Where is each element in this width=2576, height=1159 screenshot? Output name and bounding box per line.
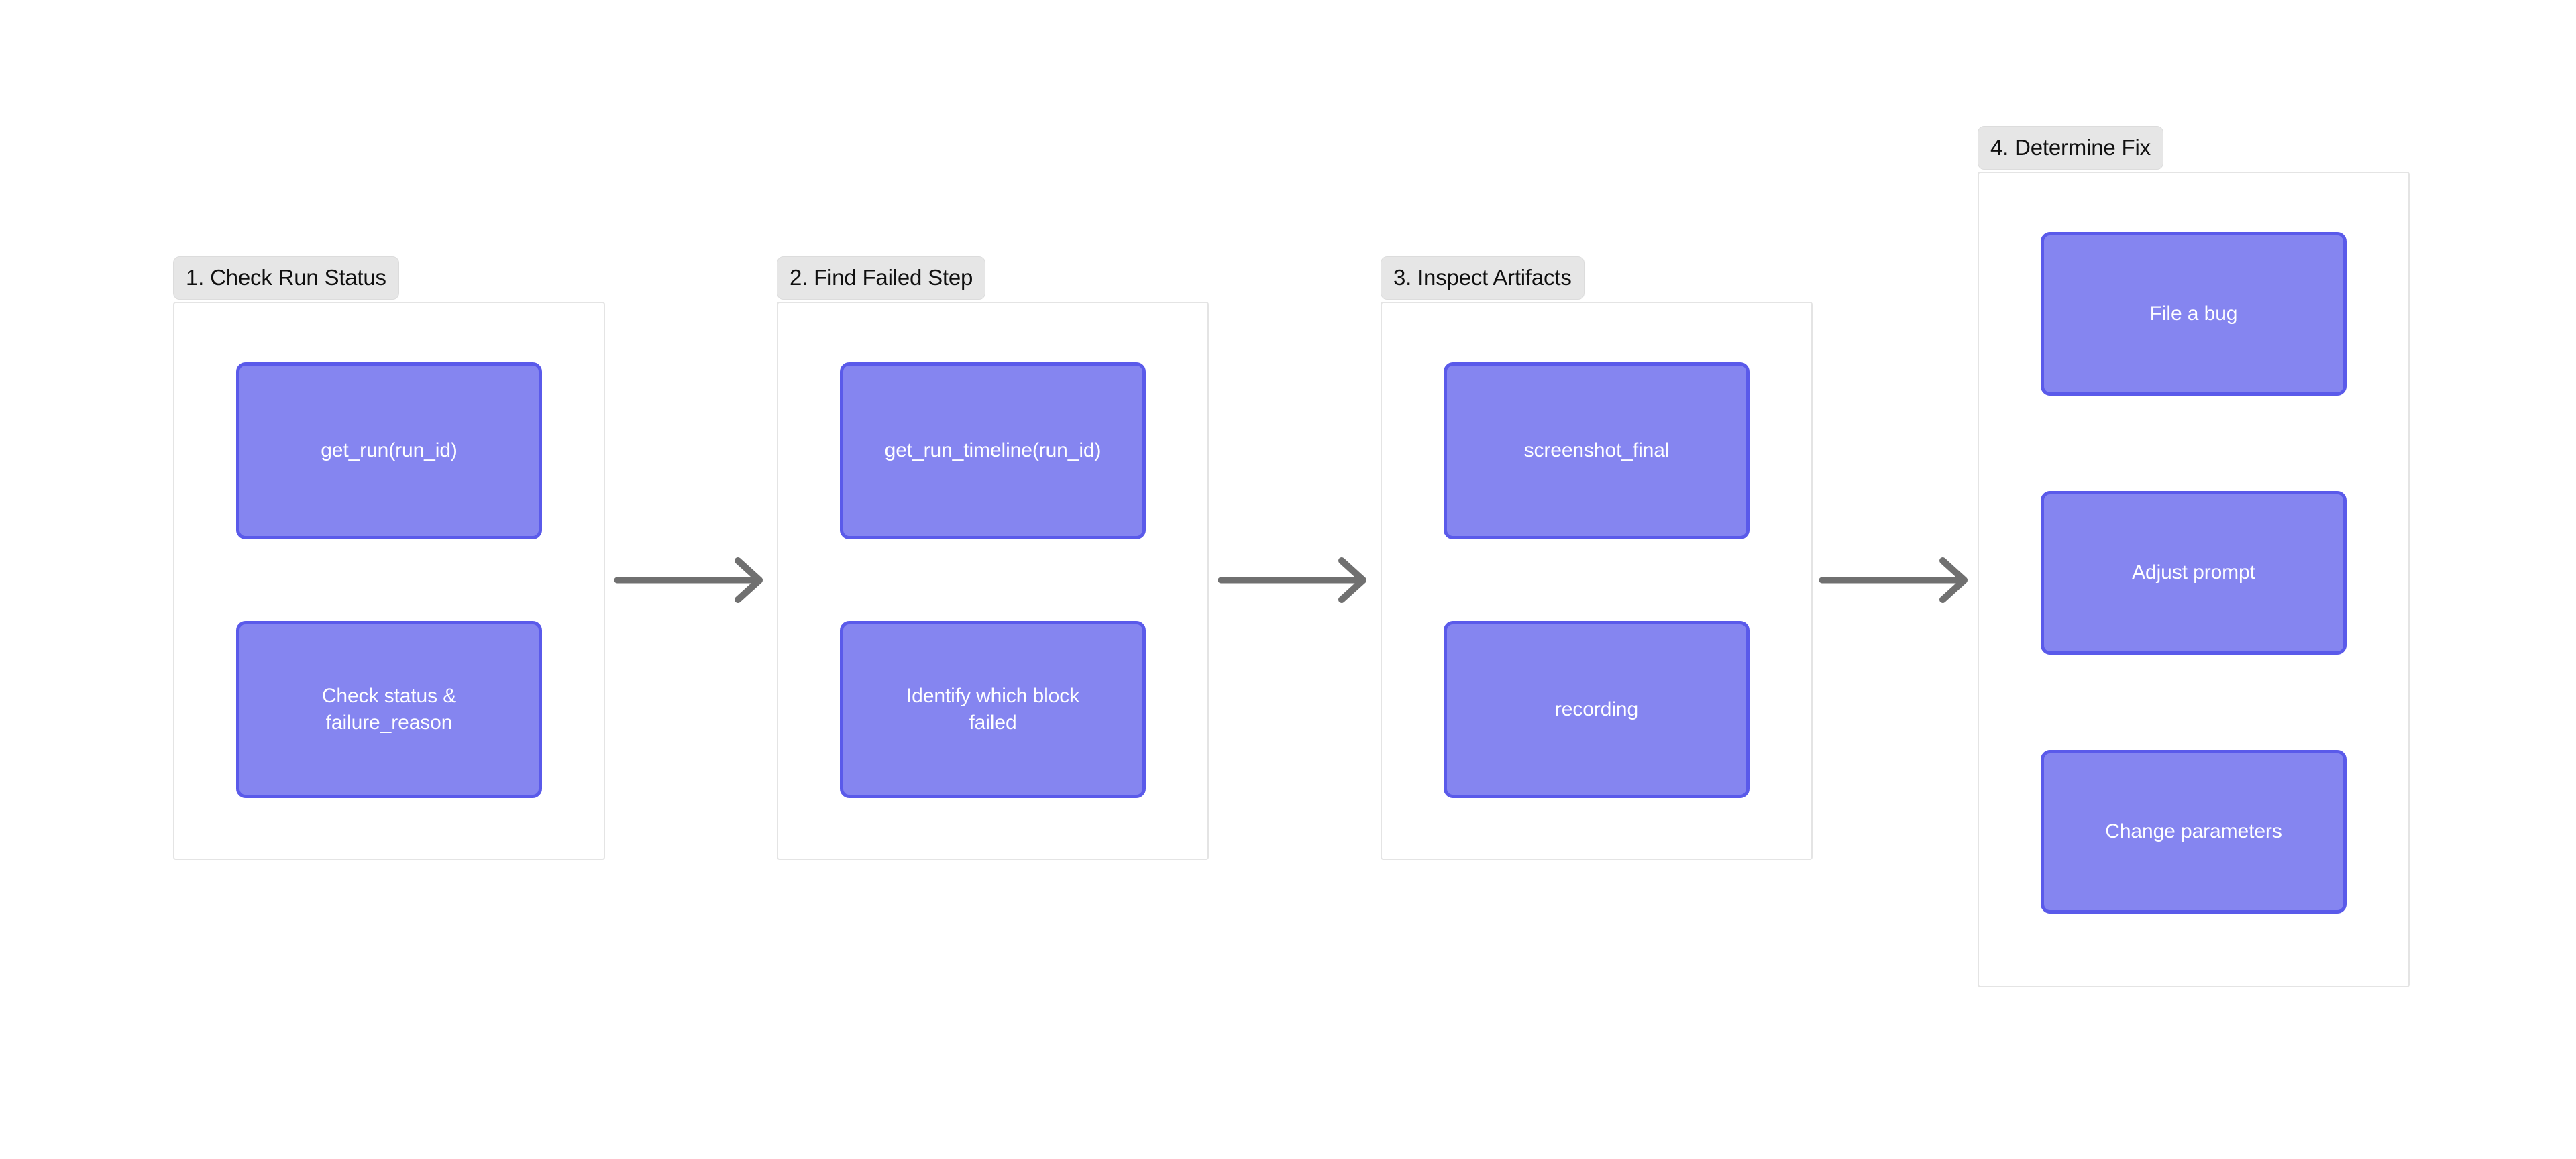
node-adjust-prompt[interactable]: Adjust prompt (2041, 491, 2347, 655)
node-identify-block[interactable]: Identify which block failed (840, 621, 1146, 798)
node-change-parameters[interactable]: Change parameters (2041, 750, 2347, 914)
node-recording[interactable]: recording (1444, 621, 1750, 798)
node-check-status[interactable]: Check status & failure_reason (236, 621, 542, 798)
group-label-4: 4. Determine Fix (1978, 126, 2163, 170)
node-get-run[interactable]: get_run(run_id) (236, 362, 542, 539)
group-label-1: 1. Check Run Status (173, 256, 399, 300)
node-file-a-bug[interactable]: File a bug (2041, 232, 2347, 396)
connector-arrow-3 (1819, 557, 1980, 604)
group-label-3: 3. Inspect Artifacts (1381, 256, 1585, 300)
node-screenshot-final[interactable]: screenshot_final (1444, 362, 1750, 539)
node-get-run-timeline[interactable]: get_run_timeline(run_id) (840, 362, 1146, 539)
connector-arrow-2 (1218, 557, 1379, 604)
group-label-2: 2. Find Failed Step (777, 256, 986, 300)
connector-arrow-1 (614, 557, 775, 604)
